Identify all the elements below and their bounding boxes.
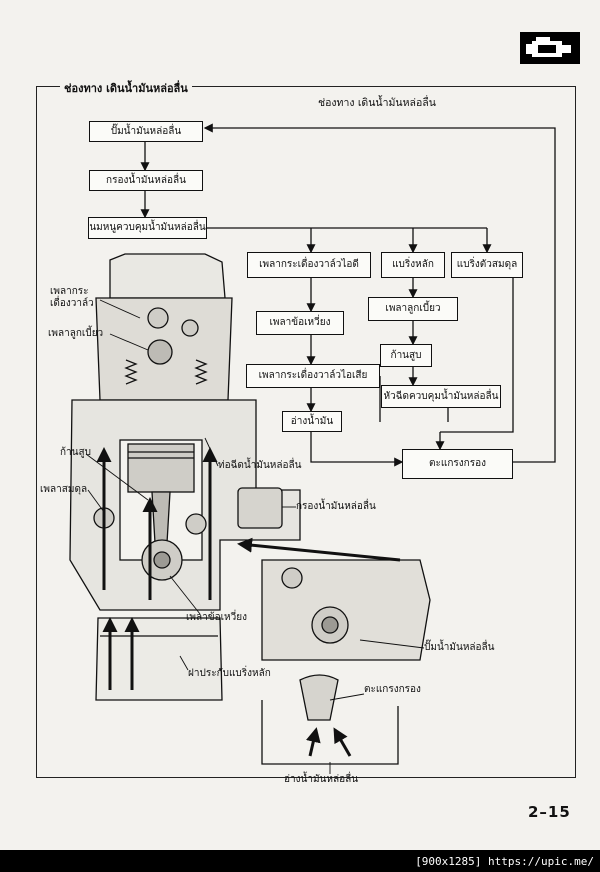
callout-balance-shaft: เพลาสมดุล bbox=[40, 484, 88, 495]
callout-leaders bbox=[85, 299, 425, 774]
callout-oil-jet-nozzle: ท่อฉีดน้ำมันหล่อลื่น bbox=[218, 460, 302, 471]
flow-box-con-rod: ก้านสูบ bbox=[380, 344, 432, 367]
flow-box-camshaft: เพลาลูกเบี้ยว bbox=[368, 297, 458, 321]
flow-box-pressure-regulator: นมหนูควบคุมน้ำมันหล่อลื่น bbox=[88, 217, 207, 239]
flow-box-crankshaft: เพลาข้อเหวี่ยง bbox=[256, 311, 344, 335]
callout-bearing-cap: ฝาประกับแบริ่งหลัก bbox=[188, 668, 271, 679]
callout-strainer: ตะแกรงกรอง bbox=[364, 684, 421, 695]
flow-box-oil-jet: หัวฉีดควบคุมน้ำมันหล่อลื่น bbox=[381, 385, 501, 408]
page-number: 2–15 bbox=[528, 803, 571, 821]
engine-icon bbox=[520, 32, 580, 64]
flow-box-exhaust-camshaft: เพลากระเดื่องวาล์วไอเสีย bbox=[246, 364, 380, 388]
flow-box-intake-camshaft: เพลากระเดื่องวาล์วไอดี bbox=[247, 252, 371, 278]
flow-box-oil-pan: อ่างน้ำมัน bbox=[282, 411, 342, 432]
watermark-bar: [900x1285] https://upic.me/ bbox=[0, 850, 600, 872]
callout-oil-pan: อ่างน้ำมันหล่อลื่น bbox=[284, 774, 359, 785]
callout-oil-pump: ปั๊มน้ำมันหล่อลื่น bbox=[424, 642, 495, 653]
flow-box-balancer-bearing: แบริ่งตัวสมดุล bbox=[451, 252, 523, 278]
callout-crankshaft: เพลาข้อเหวี่ยง bbox=[186, 612, 247, 623]
callout-camshaft: เพลาลูกเบี้ยว bbox=[48, 328, 104, 339]
flow-connectors bbox=[140, 123, 556, 467]
callout-con-rod: ก้านสูบ bbox=[60, 447, 91, 458]
section-title: ช่องทาง เดินน้ำมันหล่อลื่น bbox=[60, 79, 192, 97]
callout-oil-filter: กรองน้ำมันหล่อลื่น bbox=[296, 501, 376, 512]
callout-rocker-shaft: เพลากระ เดื่องวาล์ว bbox=[50, 286, 94, 309]
diagram-title: ช่องทาง เดินน้ำมันหล่อลื่น bbox=[318, 97, 436, 109]
flow-box-strainer: ตะแกรงกรอง bbox=[402, 449, 513, 479]
engine-drawing bbox=[69, 253, 431, 765]
flow-box-oil-pump: ปั๊มน้ำมันหล่อลื่น bbox=[89, 121, 203, 142]
flow-box-oil-filter: กรองน้ำมันหล่อลื่น bbox=[89, 170, 203, 191]
flow-box-main-bearing: แบริ่งหลัก bbox=[381, 252, 445, 278]
watermark-text: [900x1285] https://upic.me/ bbox=[415, 854, 594, 868]
diagram-frame bbox=[36, 86, 576, 778]
